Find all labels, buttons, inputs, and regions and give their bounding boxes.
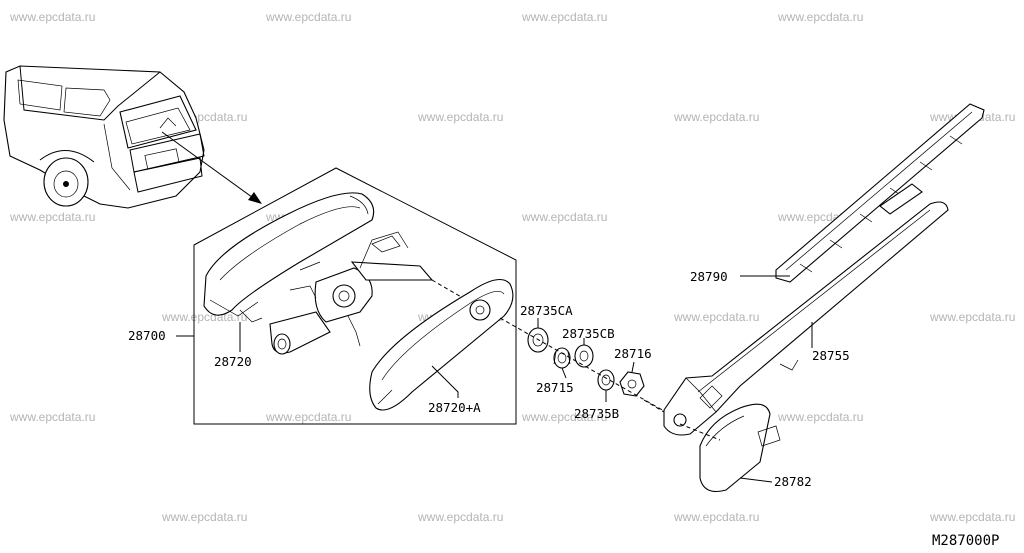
callout-28735cb: 28735CB <box>562 326 615 341</box>
callout-28720a: 28720+A <box>428 400 481 415</box>
callout-28715: 28715 <box>536 380 574 395</box>
watermark: www.epcdata.ru <box>673 310 759 324</box>
pointer-arrow <box>161 131 262 204</box>
callout-28720: 28720 <box>214 354 252 369</box>
wiper-motor-part <box>269 231 471 355</box>
callout-28735ca: 28735CA <box>520 303 573 318</box>
watermark: www.epcdata.ru <box>777 10 863 24</box>
callout-28755: 28755 <box>812 348 850 363</box>
watermark: www.epcdata.ru <box>9 10 95 24</box>
watermark: www.epcdata.ru <box>777 410 863 424</box>
watermark: www.epcdata.ru <box>265 10 351 24</box>
watermark: www.epcdata.ru <box>929 510 1015 524</box>
wiper-blade-part <box>775 103 985 283</box>
watermark: www.epcdata.ru <box>417 510 503 524</box>
callout-28782: 28782 <box>774 474 812 489</box>
arm-cap-part <box>679 403 781 493</box>
washer-28735cb <box>574 344 594 368</box>
leader-lines <box>176 275 813 483</box>
inner-cover-part <box>203 192 375 323</box>
outer-cover-part <box>369 278 514 411</box>
watermark: www.epcdata.ru <box>929 310 1015 324</box>
watermark: www.epcdata.ru <box>417 110 503 124</box>
vehicle-illustration <box>3 65 205 209</box>
bushing-28715 <box>553 347 571 369</box>
callout-28716: 28716 <box>614 346 652 361</box>
callout-28700: 28700 <box>128 328 166 343</box>
watermark: www.epcdata.ru <box>161 310 247 324</box>
watermark: www.epcdata.ru <box>673 510 759 524</box>
watermark: www.epcdata.ru <box>521 410 607 424</box>
watermark: www.epcdata.ru <box>161 510 247 524</box>
washer-28735b <box>597 369 615 391</box>
watermark: www.epcdata.ru <box>265 410 351 424</box>
callout-28735b: 28735B <box>574 406 619 421</box>
watermark: www.epcdata.ru <box>673 110 759 124</box>
nut-28716 <box>619 371 645 397</box>
callout-28790: 28790 <box>690 269 728 284</box>
watermark: www.epcdata.ru <box>9 210 95 224</box>
watermark: www.epcdata.ru <box>521 10 607 24</box>
diagram-code: M287000P <box>932 533 999 549</box>
motor-assembly-box <box>193 167 517 425</box>
watermark: www.epcdata.ru <box>9 410 95 424</box>
watermark: www.epcdata.ru <box>521 210 607 224</box>
callout-labels: 28700 28720 28720+A 28735CA 28735CB 2871… <box>128 269 850 489</box>
wiper-arm-part <box>643 201 949 436</box>
